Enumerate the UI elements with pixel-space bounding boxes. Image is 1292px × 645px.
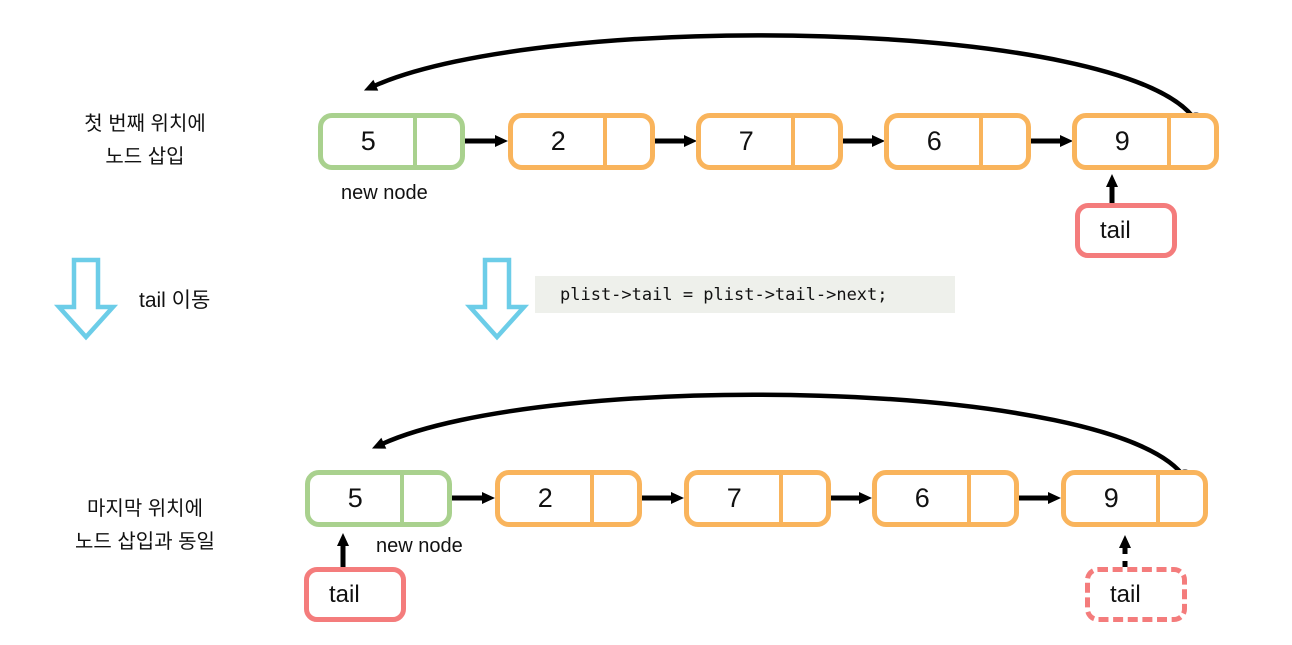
- bottom-node-2: 2: [495, 470, 642, 527]
- top-caption-line1: 첫 번째 위치에: [84, 113, 206, 135]
- top-tail-box: tail: [1075, 203, 1177, 258]
- node-value: 9: [1066, 475, 1161, 522]
- bottom-caption: 마지막 위치에 노드 삽입과 동일: [0, 493, 290, 559]
- bottom-tail-box: tail: [304, 567, 406, 622]
- tail-label: tail: [1100, 216, 1131, 244]
- top-new-node-label: new node: [341, 182, 428, 204]
- node-pointer-cell: [971, 475, 1014, 522]
- top-node-3: 7: [696, 113, 843, 170]
- transition-caption: tail 이동: [139, 289, 211, 312]
- node-value: 9: [1077, 118, 1172, 165]
- node-value: 2: [500, 475, 595, 522]
- bottom-node-new: 5: [305, 470, 452, 527]
- top-caption-line2: 노드 삽입: [105, 146, 185, 168]
- top-node-tail: 9: [1072, 113, 1219, 170]
- node-value: 5: [323, 118, 418, 165]
- transition-down-arrow-right: [464, 257, 530, 341]
- node-value: 2: [513, 118, 608, 165]
- transition-down-arrow-left: [53, 257, 119, 341]
- top-node-4: 6: [884, 113, 1031, 170]
- top-node-2: 2: [508, 113, 655, 170]
- bottom-node-4: 6: [872, 470, 1019, 527]
- bottom-node-3: 7: [684, 470, 831, 527]
- bottom-new-node-label: new node: [376, 535, 463, 557]
- code-snippet: plist->tail = plist->tail->next;: [535, 276, 955, 313]
- node-value: 6: [877, 475, 972, 522]
- node-pointer-cell: [594, 475, 637, 522]
- node-value: 6: [889, 118, 984, 165]
- node-pointer-cell: [404, 475, 447, 522]
- bottom-old-tail-box: tail: [1085, 567, 1187, 622]
- code-text: plist->tail = plist->tail->next;: [560, 284, 888, 305]
- bottom-node-old-tail: 9: [1061, 470, 1208, 527]
- node-value: 7: [701, 118, 796, 165]
- tail-label: tail: [329, 580, 360, 608]
- node-value: 5: [310, 475, 405, 522]
- node-value: 7: [689, 475, 784, 522]
- node-pointer-cell: [1160, 475, 1203, 522]
- node-pointer-cell: [983, 118, 1026, 165]
- top-caption: 첫 번째 위치에 노드 삽입: [0, 108, 290, 174]
- node-pointer-cell: [417, 118, 460, 165]
- bottom-caption-line1: 마지막 위치에: [87, 498, 203, 520]
- old-tail-label: tail: [1110, 580, 1141, 608]
- node-pointer-cell: [795, 118, 838, 165]
- node-pointer-cell: [783, 475, 826, 522]
- bottom-caption-line2: 노드 삽입과 동일: [75, 531, 215, 553]
- node-pointer-cell: [1171, 118, 1214, 165]
- top-node-new: 5: [318, 113, 465, 170]
- node-pointer-cell: [607, 118, 650, 165]
